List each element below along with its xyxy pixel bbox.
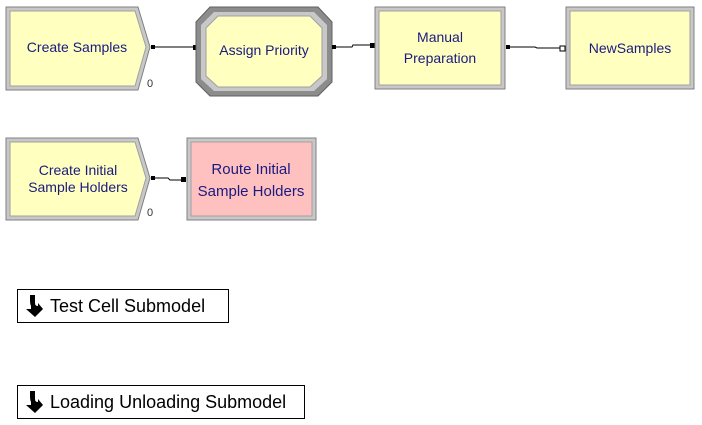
manual-preparation-module[interactable]: Manual Preparation — [374, 6, 506, 90]
route-initial-label-line2: Sample Holders — [198, 183, 305, 200]
manual-preparation-label-line2: Preparation — [404, 50, 476, 66]
loading-unloading-submodel[interactable]: Loading Unloading Submodel — [17, 385, 305, 419]
submodel-arrow-icon — [26, 295, 43, 317]
create-initial-sample-holders-module[interactable]: Create Initial Sample Holders — [5, 137, 151, 221]
create-samples-module[interactable]: Create Samples — [5, 6, 151, 91]
test-cell-submodel-label: Test Cell Submodel — [50, 295, 206, 316]
connector-create-initial-to-route[interactable] — [151, 176, 186, 182]
route-initial-sample-holders-module[interactable]: Route Initial Sample Holders — [186, 137, 317, 221]
assign-priority-label: Assign Priority — [219, 42, 308, 58]
submodel-arrow-icon — [26, 391, 43, 413]
connector-create-to-assign[interactable] — [151, 45, 198, 50]
route-initial-label-line1: Route Initial — [211, 161, 290, 178]
create-initial-counter: 0 — [147, 207, 153, 219]
new-samples-module[interactable]: NewSamples — [565, 6, 695, 90]
create-samples-label: Create Samples — [27, 39, 127, 55]
new-samples-label: NewSamples — [589, 40, 671, 56]
test-cell-submodel[interactable]: Test Cell Submodel — [17, 289, 229, 323]
create-initial-label-line1: Create Initial — [39, 162, 118, 178]
create-samples-counter: 0 — [147, 78, 153, 90]
connector-assign-to-manual[interactable] — [332, 43, 375, 49]
manual-preparation-label-line1: Manual — [417, 29, 463, 45]
create-initial-label-line2: Sample Holders — [28, 179, 128, 195]
assign-priority-module[interactable]: Assign Priority — [195, 6, 333, 97]
connector-manual-to-new[interactable] — [506, 45, 566, 52]
loading-unloading-submodel-label: Loading Unloading Submodel — [50, 391, 287, 412]
